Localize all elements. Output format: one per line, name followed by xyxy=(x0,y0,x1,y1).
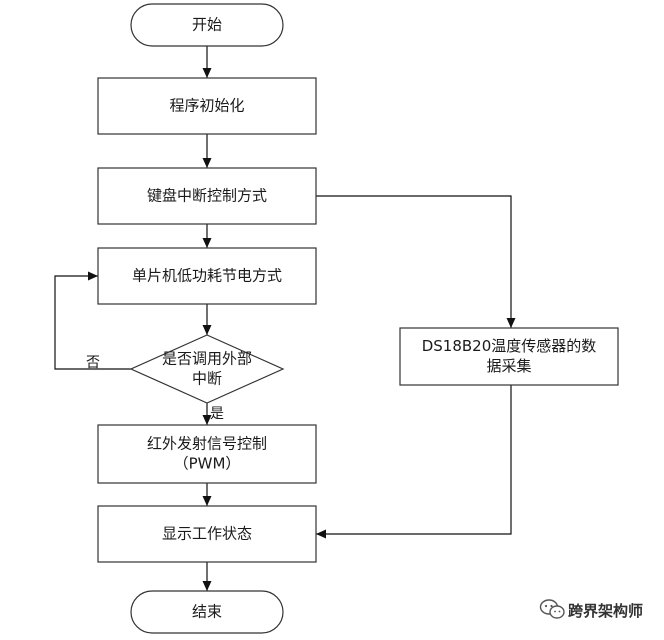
process-box xyxy=(97,247,317,305)
arrowhead xyxy=(202,496,212,506)
node-label-keyboard-line-1: 键盘中断控制方式 xyxy=(147,187,267,205)
node-label-ds18b20-line-2: 据采集 xyxy=(486,357,531,375)
edge-label-decision-to-lowpower: 否 xyxy=(86,355,100,371)
arrowhead xyxy=(88,271,98,281)
edge-ir-to-display xyxy=(202,483,212,506)
node-init: 程序初始化 xyxy=(97,77,317,135)
node-ir: 红外发射信号控制 （PWM） xyxy=(97,424,317,484)
node-label-end-line-1: 结束 xyxy=(192,603,222,621)
terminal-shape xyxy=(130,590,284,634)
node-start: 开始 xyxy=(130,3,284,47)
process-box xyxy=(97,167,317,225)
process-box xyxy=(97,424,317,484)
node-label-display-line-1: 显示工作状态 xyxy=(162,525,252,543)
process-box xyxy=(97,505,317,563)
edge-decision-to-ir xyxy=(202,403,212,425)
edge-ds18b20-to-display xyxy=(316,385,512,539)
edge-labels-layer: 是否 xyxy=(86,355,224,422)
node-label-decision-line-1: 是否调用外部 xyxy=(162,350,252,368)
arrowhead xyxy=(202,68,212,78)
node-label-ir-line-2: （PWM） xyxy=(174,455,241,473)
terminal-shape xyxy=(130,3,284,47)
edge-label-decision-to-ir: 是 xyxy=(210,406,224,422)
edge-decision-to-lowpower xyxy=(54,271,131,370)
arrowhead xyxy=(202,158,212,168)
arrowhead xyxy=(202,238,212,248)
arrowhead xyxy=(202,415,212,425)
edge-keyboard-to-lowpower xyxy=(202,224,212,248)
edge-display-to-end xyxy=(202,562,212,591)
arrowhead xyxy=(202,325,212,335)
edges-layer xyxy=(54,46,516,591)
node-display: 显示工作状态 xyxy=(97,505,317,563)
watermark-text: 跨界架构师 xyxy=(568,602,643,620)
edge-init-to-keyboard xyxy=(202,134,212,168)
edge-start-to-init xyxy=(202,46,212,78)
watermark: 跨界架构师 xyxy=(539,599,643,620)
connector-line xyxy=(316,385,512,535)
node-lowpower: 单片机低功耗节电方式 xyxy=(97,247,317,305)
process-box xyxy=(97,77,317,135)
decision-diamond xyxy=(129,334,285,404)
arrowhead xyxy=(506,318,516,328)
connector-line xyxy=(316,195,512,328)
connector-line xyxy=(54,275,131,370)
node-label-start-line-1: 开始 xyxy=(192,16,222,34)
node-label-ir-line-1: 红外发射信号控制 xyxy=(147,435,267,453)
edge-keyboard-to-ds18b20 xyxy=(316,195,516,328)
node-label-init-line-1: 程序初始化 xyxy=(169,97,244,115)
wechat-icon xyxy=(539,599,565,619)
arrowhead xyxy=(316,529,326,539)
arrowhead xyxy=(202,581,212,591)
edge-lowpower-to-decision xyxy=(202,304,212,335)
node-label-decision-line-2: 中断 xyxy=(192,370,222,388)
node-end: 结束 xyxy=(130,590,284,634)
node-keyboard: 键盘中断控制方式 xyxy=(97,167,317,225)
process-box xyxy=(399,327,619,386)
node-label-ds18b20-line-1: DS18B20温度传感器的数 xyxy=(422,337,597,355)
nodes-layer: 开始程序初始化键盘中断控制方式单片机低功耗节电方式是否调用外部中断红外发射信号控… xyxy=(97,3,619,634)
node-label-lowpower-line-1: 单片机低功耗节电方式 xyxy=(132,267,282,285)
